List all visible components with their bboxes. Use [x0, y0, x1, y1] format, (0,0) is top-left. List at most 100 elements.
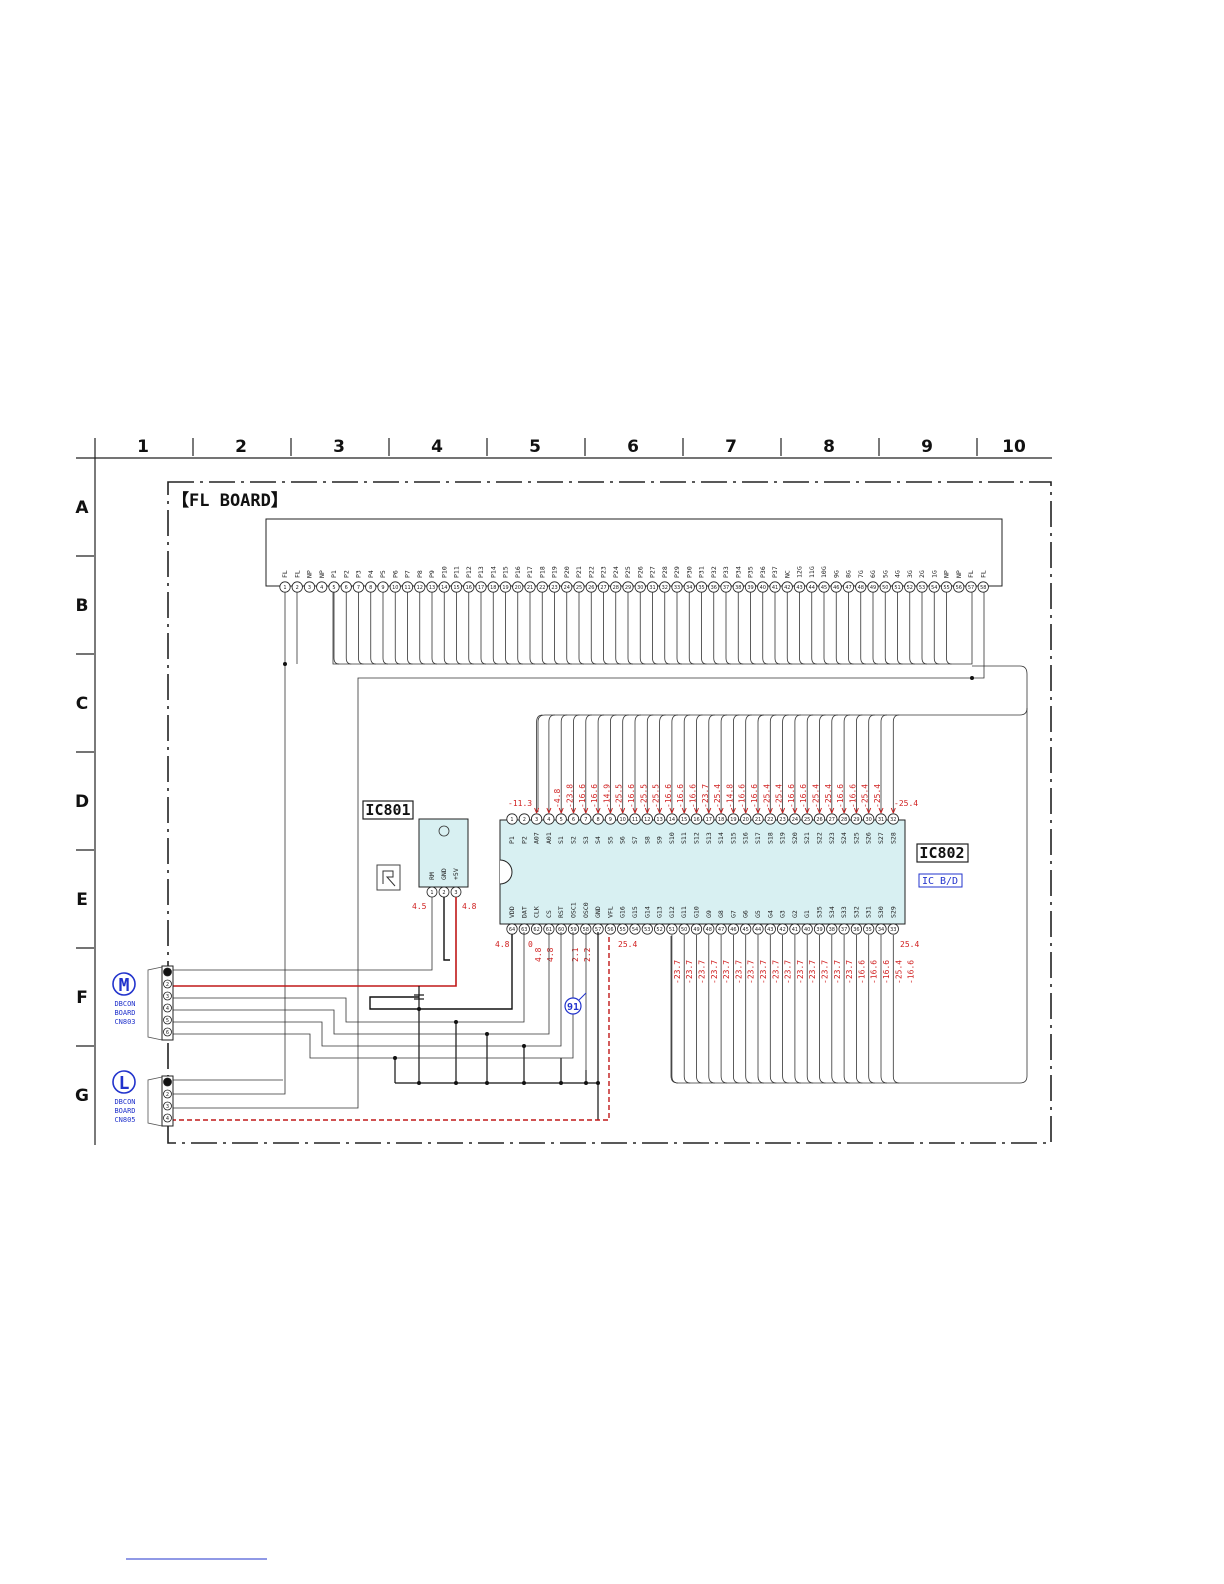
ic802-top-pin	[764, 813, 776, 825]
ic802-bottom-voltage-end: 25.4	[900, 940, 919, 949]
grid-row-labels: A B C D E F G	[75, 498, 89, 1106]
ic802-bottom-pin	[653, 923, 666, 935]
display-pin-name: P30	[685, 566, 693, 578]
ic802-top-pin-name: A01	[545, 832, 553, 844]
ic802-top-pin	[826, 813, 838, 825]
marker-91-label: 91	[567, 1002, 579, 1013]
remote-sensor-icon	[376, 864, 401, 891]
svg-text:49: 49	[870, 585, 876, 591]
ic802-bottom-pin-name: CLK	[533, 906, 541, 918]
svg-text:12: 12	[644, 817, 650, 823]
svg-text:4: 4	[320, 585, 323, 591]
ic802-top-voltage: -23.7	[701, 784, 710, 808]
svg-text:1: 1	[283, 585, 286, 591]
svg-text:58: 58	[583, 927, 589, 933]
ic802-top-pin-name: S16	[742, 832, 750, 844]
ic802-bottom-pin	[715, 923, 727, 935]
display-pin	[316, 581, 328, 593]
ic802-bottom-voltage: 2.2	[583, 947, 592, 962]
ic802-bottom-pin-name: OSC1	[570, 902, 578, 918]
ic802-bottom-pin	[826, 923, 838, 935]
display-pin-name: FL	[979, 570, 987, 578]
ic802-bottom-pin-name: G8	[717, 910, 725, 918]
grid-row-b: B	[76, 596, 89, 616]
svg-text:28: 28	[613, 585, 619, 591]
ic802-top-voltage-end: -25.4	[894, 799, 918, 808]
svg-text:48: 48	[858, 585, 864, 591]
grid-col-9: 9	[921, 437, 933, 457]
ic802-body	[499, 819, 906, 925]
ic802-bottom-pin	[678, 923, 690, 935]
ic802-top-pin-name: S9	[656, 836, 664, 844]
display-pin-name: NP	[318, 570, 326, 578]
svg-text:28: 28	[841, 817, 847, 823]
ic802-bottom-pin	[863, 923, 875, 935]
ic802-top-pin	[543, 813, 555, 825]
ic802-top-voltage: -14.8	[725, 784, 734, 808]
svg-text:10: 10	[620, 817, 626, 823]
ic802-top-pin-name: S4	[594, 836, 602, 844]
ic802-bottom-pin-name: S31	[865, 906, 873, 918]
display-pin-name: P24	[612, 566, 620, 578]
svg-text:48: 48	[706, 927, 712, 933]
display-pin-name: P6	[391, 570, 399, 578]
ic802-top-pin	[801, 813, 813, 825]
display-pin-name: 1G	[930, 570, 938, 578]
grid-col-6: 6	[627, 437, 639, 457]
svg-text:43: 43	[767, 927, 773, 933]
ic802-top-pin-name: S1	[557, 836, 565, 844]
svg-text:1: 1	[430, 890, 433, 896]
ic802-bottom-pin	[801, 923, 813, 935]
ic802-bottom-pin-name: VFL	[606, 906, 614, 918]
ic802-top-pin	[776, 813, 789, 825]
svg-text:23: 23	[779, 817, 785, 823]
svg-text:3: 3	[535, 817, 538, 823]
ic802-grid-voltage: -25.4	[894, 960, 903, 984]
ic802-top-pin-name: S19	[779, 832, 787, 844]
ic802-grid-voltage: -23.7	[808, 960, 817, 984]
grid-col-3: 3	[333, 437, 345, 457]
svg-text:2: 2	[166, 982, 169, 988]
svg-text:36: 36	[853, 927, 859, 933]
ic802-top-pin	[580, 813, 592, 825]
ic802-top-pin	[518, 813, 530, 825]
display-pin	[977, 581, 989, 593]
svg-text:30: 30	[637, 585, 643, 591]
svg-text:38: 38	[735, 585, 741, 591]
display-pin-name: P19	[551, 566, 559, 578]
passive-components	[394, 932, 599, 1120]
ic802-bottom-pin-name: G4	[766, 910, 774, 918]
svg-text:47: 47	[718, 927, 724, 933]
ic802-bottom-pin-name: G14	[643, 906, 651, 918]
ic802-top-pin	[850, 813, 863, 825]
ic802-top-pin	[752, 813, 764, 825]
svg-text:3: 3	[308, 585, 311, 591]
ic802-bottom-pin-name: G13	[656, 906, 664, 918]
ic802-top-voltage: -16.6	[799, 784, 808, 808]
ic802-bottom-pin-name: S32	[852, 906, 860, 918]
ic802-bottom-pin-name: G1	[803, 910, 811, 918]
ic802-top-pin	[592, 813, 604, 825]
svg-text:60: 60	[558, 927, 564, 933]
ic802-top-pin-name: S21	[803, 832, 811, 844]
ic802-bottom-pin-name: S29	[889, 906, 897, 918]
ic802-grid-voltage: -16.6	[907, 960, 916, 984]
svg-text:44: 44	[809, 585, 815, 591]
grid-col-10: 10	[1002, 437, 1026, 457]
svg-text:50: 50	[882, 585, 888, 591]
connector-l-line-3: CN805	[114, 1116, 135, 1124]
connector-l: L DBCON BOARD CN805 234	[112, 1070, 174, 1127]
svg-text:42: 42	[779, 927, 785, 933]
display-pin-name: P15	[502, 566, 510, 578]
svg-text:12: 12	[417, 585, 423, 591]
ic802-bottom-pin-name: G16	[619, 906, 627, 918]
ic802-top-pin-name: S8	[643, 836, 651, 844]
svg-text:29: 29	[853, 817, 859, 823]
ic802-top-pin	[703, 813, 715, 825]
display-pin-name: P2	[342, 570, 350, 578]
svg-text:31: 31	[649, 585, 655, 591]
ic802-bottom-pin-name: G15	[631, 906, 639, 918]
svg-text:6: 6	[345, 585, 348, 591]
grid-row-e: E	[76, 890, 88, 910]
ic802-grid-voltage: -23.7	[722, 960, 731, 984]
